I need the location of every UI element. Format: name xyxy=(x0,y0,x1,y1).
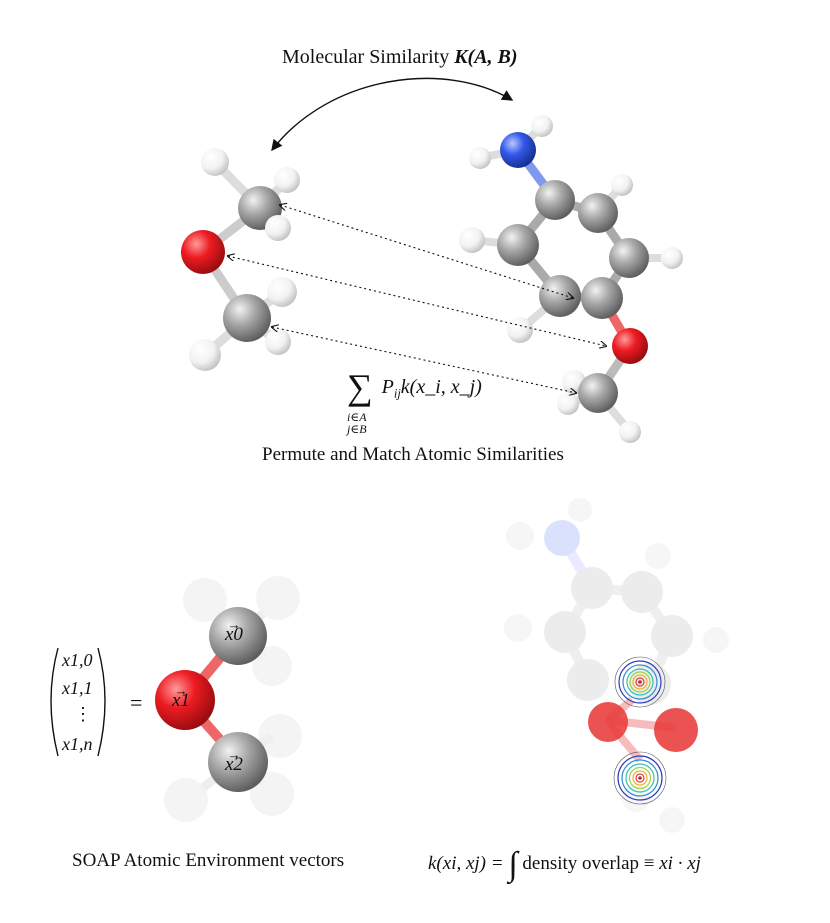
hydrogen-atom xyxy=(164,778,208,822)
carbon-atom xyxy=(581,277,623,319)
oxygen-atom xyxy=(654,708,698,752)
atom-label-x0-vec: →x0 xyxy=(225,617,243,646)
carbon-atom xyxy=(208,732,268,792)
hydrogen-atom xyxy=(265,215,291,241)
atom-label-x2: →x2 xyxy=(225,747,243,776)
oxygen-atom xyxy=(155,670,215,730)
density-contour-lower xyxy=(613,751,667,805)
hydrogen-atom xyxy=(469,147,491,169)
hydrogen-atom xyxy=(611,174,633,196)
density-overlap-illustration xyxy=(504,498,729,833)
hydrogen-atom xyxy=(258,714,302,758)
carbon-atom xyxy=(621,571,663,613)
hydrogen-atom xyxy=(183,578,227,622)
carbon-atom xyxy=(578,193,618,233)
sum-kernel: k(x_i, x_j) xyxy=(400,376,482,398)
vector-entry-n: x1,n xyxy=(62,734,93,754)
vector-entry-dots: ⋮ xyxy=(74,704,92,724)
atom-label-x0: →x0 xyxy=(225,617,243,646)
density-contour-upper xyxy=(614,656,666,708)
carbon-atom xyxy=(609,238,649,278)
carbon-atom xyxy=(223,294,271,342)
oxygen-atom xyxy=(588,702,628,742)
sum-symbol: ∑ xyxy=(347,367,373,407)
hydrogen-atom xyxy=(201,148,229,176)
hydrogen-atom xyxy=(504,614,532,642)
atom-label-x1-text: x1 xyxy=(172,690,190,711)
vector-entry-1: x1,1 xyxy=(62,678,93,698)
atom-label-x1: →x1 xyxy=(172,683,190,712)
kernel-integral: ∫ xyxy=(508,846,518,883)
carbon-atom xyxy=(567,659,609,701)
nitrogen-atom xyxy=(500,132,536,168)
vector-arrow-icon: → xyxy=(227,616,241,632)
sum-formula: ∑ Pijk(x_i, x_j) xyxy=(347,366,482,408)
ether-molecule-bottom xyxy=(155,576,302,822)
sum-term-subscript: ij xyxy=(393,386,401,401)
kernel-rhs: xi · xj xyxy=(659,853,701,874)
hydrogen-atom xyxy=(557,393,579,415)
atom-label-x2-vec: →x2 xyxy=(225,747,243,776)
vector-right-paren xyxy=(97,647,106,757)
carbon-atom xyxy=(544,611,586,653)
oxygen-atom xyxy=(612,328,648,364)
soap-caption: SOAP Atomic Environment vectors xyxy=(72,850,345,871)
kernel-caption: k(xi, xj) = ∫ density overlap ≡ xi · xj xyxy=(428,846,701,884)
sum-lower-index-1: i∈A xyxy=(347,410,367,424)
atom-label-x0-text: x0 xyxy=(225,624,243,645)
kernel-lhs: k(xi, xj) = xyxy=(428,853,504,874)
hydrogen-atom xyxy=(531,115,553,137)
hydrogen-atom xyxy=(645,543,671,569)
carbon-atom xyxy=(539,275,581,317)
carbon-atom xyxy=(497,224,539,266)
kernel-text: density overlap xyxy=(522,853,640,874)
similarity-title-math: K(A, B) xyxy=(454,46,518,68)
nitrogen-atom xyxy=(544,520,580,556)
similarity-arc-arrow xyxy=(271,77,514,152)
permute-caption: Permute and Match Atomic Similarities xyxy=(262,444,564,465)
sum-term: P xyxy=(381,376,394,398)
vector-entry-0: x1,0 xyxy=(62,650,93,670)
similarity-title-text: Molecular Similarity xyxy=(282,46,450,68)
carbon-atom xyxy=(535,180,575,220)
carbon-atom xyxy=(209,607,267,665)
hydrogen-atom xyxy=(267,277,297,307)
hydrogen-atom xyxy=(622,784,650,812)
atom-label-x1-vec: →x1 xyxy=(172,683,190,712)
hydrogen-atom xyxy=(459,227,485,253)
hydrogen-atom xyxy=(506,522,534,550)
hydrogen-atom xyxy=(507,317,533,343)
similarity-title: Molecular Similarity K(A, B) xyxy=(282,46,518,69)
vector-equals: = xyxy=(130,690,143,715)
hydrogen-atom xyxy=(250,772,294,816)
carbon-atom xyxy=(571,567,613,609)
atom-label-x2-text: x2 xyxy=(225,754,243,775)
vector-left-paren xyxy=(50,647,59,757)
hydrogen-atom xyxy=(659,807,685,833)
aromatic-molecule-top xyxy=(459,115,683,443)
hydrogen-atom xyxy=(703,627,729,653)
hydrogen-atom xyxy=(661,247,683,269)
sum-lower-index-2: j∈B xyxy=(347,422,367,436)
carbon-atom xyxy=(578,373,618,413)
hydrogen-atom xyxy=(274,167,300,193)
kernel-equiv: ≡ xyxy=(643,853,655,874)
carbon-atom xyxy=(651,615,693,657)
hydrogen-atom xyxy=(252,646,292,686)
vector-arrow-icon: → xyxy=(227,746,241,762)
hydrogen-atom xyxy=(256,576,300,620)
match-arrow xyxy=(272,327,576,393)
vector-arrow-icon: → xyxy=(174,682,188,698)
hydrogen-atom xyxy=(619,421,641,443)
hydrogen-atom xyxy=(568,498,592,522)
hydrogen-atom xyxy=(189,339,221,371)
oxygen-atom xyxy=(181,230,225,274)
ether-molecule-top xyxy=(181,148,300,371)
hydrogen-atom xyxy=(265,329,291,355)
